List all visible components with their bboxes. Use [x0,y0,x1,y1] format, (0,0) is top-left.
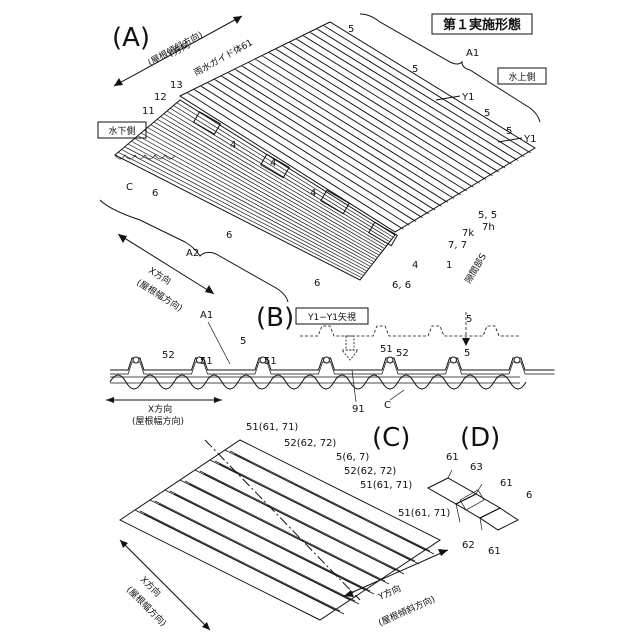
label-c-4: 52(62, 72) [344,466,396,477]
label-c-a: C [126,182,133,193]
label-51-b-2: 51 [264,356,277,367]
label-11: 11 [142,106,155,117]
label-5-b-2: 5 [466,314,472,325]
label-y1-b: Y1 [523,134,536,145]
upstream-label: 水上側 [508,71,535,83]
downstream-label: 水下側 [108,125,135,137]
label-5-b-1: 5 [240,336,246,347]
label-1: 1 [446,260,452,271]
label-5-a-2: 5 [412,64,418,75]
label-61-d-2: 61 [500,478,513,489]
label-4-c: 4 [310,188,316,199]
label-5-5: 5, 5 [478,210,497,221]
ghost-panel-outline [300,326,520,336]
y-dir-label-c: Y方向 [375,582,402,603]
insertion-arrow [342,336,358,360]
label-5-a-4: 5 [506,126,512,137]
label-6-a: 6 [152,188,158,199]
label-4-d: 4 [412,260,418,271]
x-direction-arrow-c [120,540,210,630]
label-7h: 7h [482,222,495,233]
panel-d-label: (D) [460,423,500,453]
label-7-7: 7, 7 [448,240,467,251]
roof-width-label-b: (屋根幅方向) [132,415,184,427]
label-a1-b: A1 [200,310,213,321]
x-dir-label-b: X方向 [148,403,172,415]
label-61-d-1: 61 [446,452,459,463]
label-63: 63 [470,462,483,473]
label-5-a-1: 5 [348,24,354,35]
panel-b-label: (B) [256,303,294,333]
label-c-6: 51(61, 71) [398,508,450,519]
x-direction-arrow-b [106,397,222,403]
label-y1-a: Y1 [461,92,474,103]
label-5-b-3: 5 [464,348,470,359]
label-5-a-3: 5 [484,108,490,119]
panel-c-label: (C) [372,423,410,453]
label-61-d-3: 61 [488,546,501,557]
label-4-a: 4 [230,140,236,151]
label-51-b-3: 51 [380,344,393,355]
panel-a-label: (A) [112,23,150,53]
label-a2: A2 [186,248,199,259]
label-6-b: 6 [226,230,232,241]
label-c-3: 5(6, 7) [336,452,369,463]
label-c-2: 52(62, 72) [284,438,336,449]
label-c-1: 51(61, 71) [246,422,298,433]
label-52-b-2: 52 [396,348,409,359]
figure-title: 第１実施形態 [443,17,521,33]
label-6-c: 6 [314,278,320,289]
label-6-d: 6 [526,490,532,501]
label-91: 91 [352,404,365,415]
label-62: 62 [462,540,475,551]
rain-guide-label: 雨水ガイド体61 [192,36,255,78]
view-label: Y1−Y1矢視 [307,311,356,323]
label-52-b-1: 52 [162,350,175,361]
label-7k: 7k [462,228,474,239]
label-a1: A1 [466,48,479,59]
label-4-b: 4 [270,158,276,169]
label-c-5: 51(61, 71) [360,480,412,491]
label-13: 13 [170,80,183,91]
bolt-caps [133,357,520,363]
label-12: 12 [154,92,167,103]
gap-label: 隙間部S [462,251,489,286]
label-6-6: 6, 6 [392,280,411,291]
label-c-b: C [384,400,391,411]
label-51-b-1: 51 [200,356,213,367]
